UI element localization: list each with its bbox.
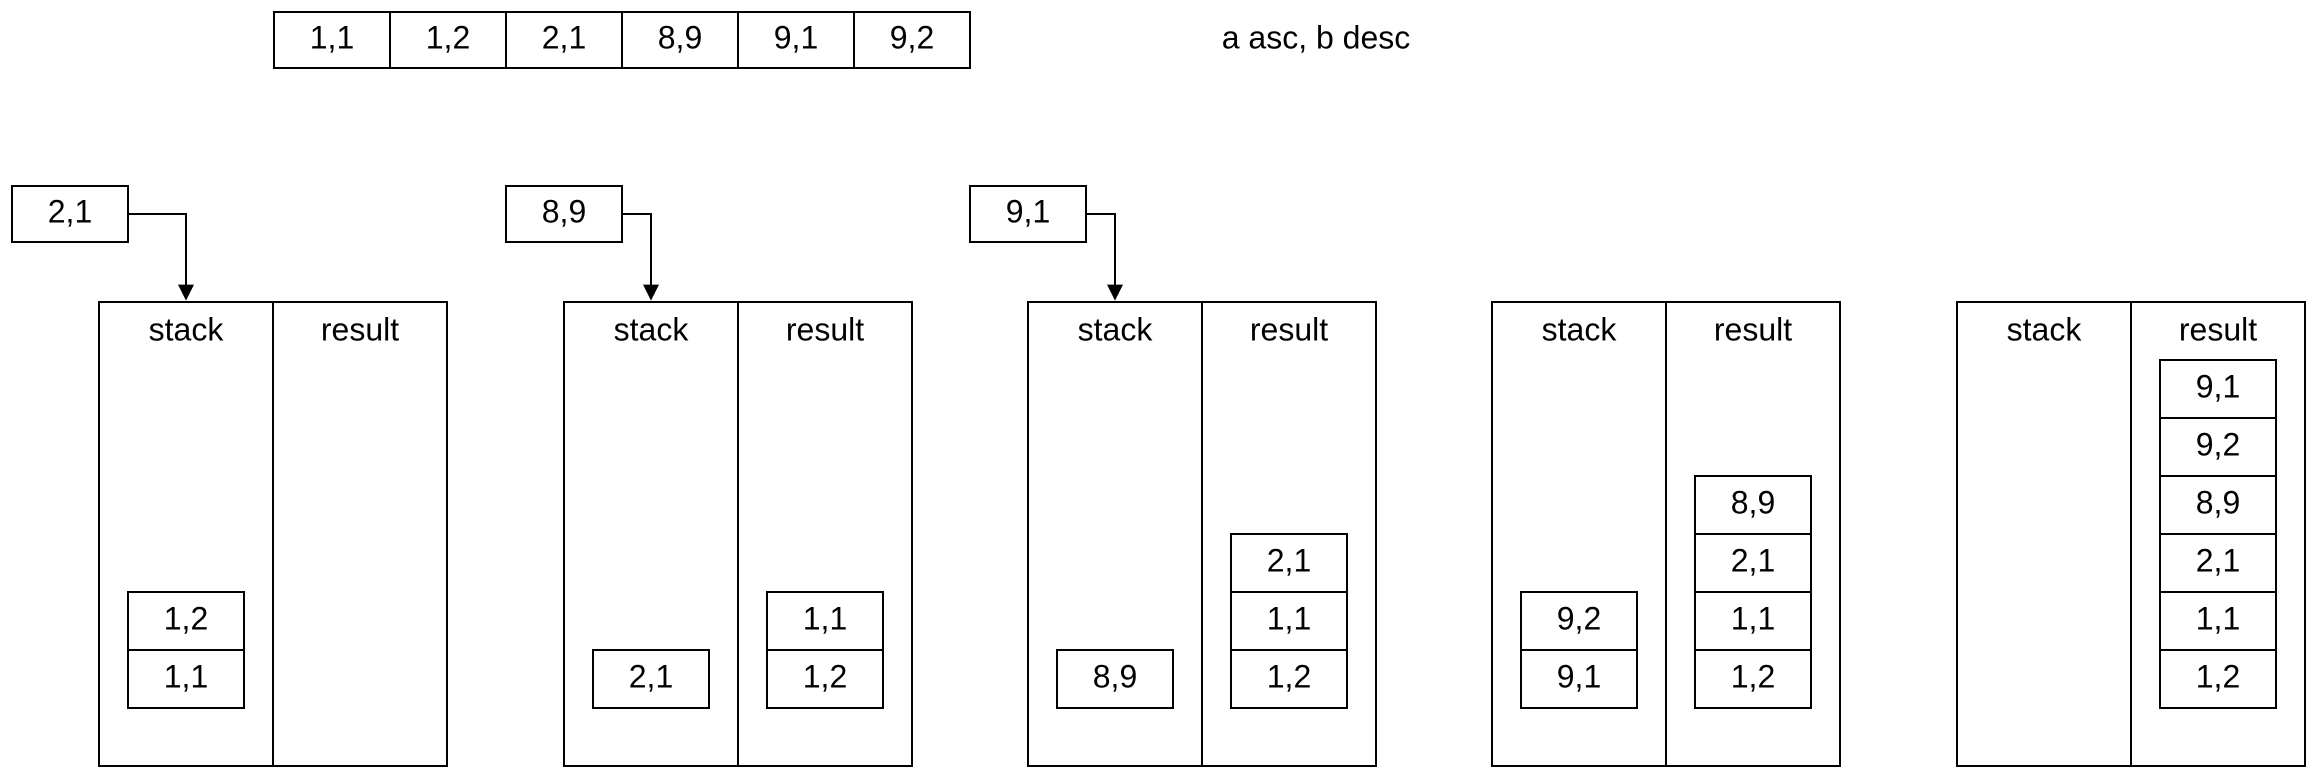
result-item-label: 1,2 <box>803 658 847 694</box>
input-sequence: 1,1 1,2 2,1 8,9 9,1 9,2 <box>273 11 971 69</box>
sequence-cell-label: 1,2 <box>426 19 470 55</box>
result-item: 8,9 <box>1694 475 1812 535</box>
arrow <box>1086 213 1123 301</box>
result-item: 1,1 <box>2159 591 2277 651</box>
result-column <box>1665 301 1841 767</box>
sequence-cell-label: 1,1 <box>310 19 354 55</box>
result-item: 1,1 <box>1230 591 1348 651</box>
incoming-item: 9,1 <box>969 185 1087 243</box>
result-column <box>272 301 448 767</box>
sequence-cell: 1,1 <box>273 11 391 69</box>
result-item: 1,1 <box>1694 591 1812 651</box>
result-item-label: 1,1 <box>1731 600 1775 636</box>
result-column <box>2130 301 2306 767</box>
result-item: 1,2 <box>1230 649 1348 709</box>
stack-header: stack <box>149 311 225 347</box>
stack-column <box>1956 301 2132 767</box>
stack-item-label: 8,9 <box>1093 658 1137 694</box>
result-item-label: 1,1 <box>2196 600 2240 636</box>
stack-item-label: 9,1 <box>1557 658 1601 694</box>
result-item-label: 1,1 <box>803 600 847 636</box>
stack-item: 8,9 <box>1056 649 1174 709</box>
result-item: 2,1 <box>2159 533 2277 593</box>
result-item: 9,1 <box>2159 359 2277 419</box>
stack-header: stack <box>2007 311 2083 347</box>
step-2: 8,9 stack result 2,1 1,1 1,2 <box>505 185 913 767</box>
arrow <box>128 213 194 301</box>
incoming-item-label: 8,9 <box>542 193 586 229</box>
stack-header: stack <box>1078 311 1154 347</box>
result-item: 8,9 <box>2159 475 2277 535</box>
stack-item-label: 2,1 <box>629 658 673 694</box>
stack-item: 9,2 <box>1520 591 1638 651</box>
result-item-label: 8,9 <box>1731 484 1775 520</box>
result-item: 1,1 <box>766 591 884 651</box>
sequence-cell-label: 9,1 <box>774 19 818 55</box>
result-item: 1,2 <box>2159 649 2277 709</box>
result-header: result <box>786 311 864 347</box>
step-1: 2,1 stack result 1,2 1,1 <box>11 185 448 767</box>
stack-header: stack <box>614 311 690 347</box>
step-3: 9,1 stack result 8,9 2,1 1,1 1,2 <box>969 185 1377 767</box>
sequence-cell-label: 9,2 <box>890 19 934 55</box>
stack-item: 2,1 <box>592 649 710 709</box>
stack-header: stack <box>1542 311 1618 347</box>
result-item-label: 1,1 <box>1267 600 1311 636</box>
result-item-label: 1,2 <box>1267 658 1311 694</box>
sequence-cell: 9,1 <box>737 11 855 69</box>
result-item: 2,1 <box>1230 533 1348 593</box>
incoming-item: 8,9 <box>505 185 623 243</box>
result-item-label: 9,2 <box>2196 426 2240 462</box>
result-header: result <box>1250 311 1328 347</box>
sequence-cell: 9,2 <box>853 11 971 69</box>
stack-item-label: 9,2 <box>1557 600 1601 636</box>
result-header: result <box>1714 311 1792 347</box>
incoming-item-label: 2,1 <box>48 193 92 229</box>
result-header: result <box>2179 311 2257 347</box>
result-item-label: 1,2 <box>2196 658 2240 694</box>
sequence-cell: 2,1 <box>505 11 623 69</box>
result-item-label: 1,2 <box>1731 658 1775 694</box>
result-column <box>1201 301 1377 767</box>
sequence-cell-label: 8,9 <box>658 19 702 55</box>
result-item-label: 9,1 <box>2196 368 2240 404</box>
stack-item: 1,1 <box>127 649 245 709</box>
stack-item-label: 1,1 <box>164 658 208 694</box>
sequence-cell: 8,9 <box>621 11 739 69</box>
incoming-item-label: 9,1 <box>1006 193 1050 229</box>
step-4: stack result 9,2 9,1 8,9 2,1 1,1 1,2 <box>1491 301 1841 767</box>
step-5: stack result 9,1 9,2 8,9 2,1 1,1 1,2 <box>1956 301 2306 767</box>
result-header: result <box>321 311 399 347</box>
result-column <box>737 301 913 767</box>
result-item-label: 2,1 <box>1267 542 1311 578</box>
result-item: 2,1 <box>1694 533 1812 593</box>
result-item: 9,2 <box>2159 417 2277 477</box>
incoming-item: 2,1 <box>11 185 129 243</box>
stack-item-label: 1,2 <box>164 600 208 636</box>
result-item: 1,2 <box>766 649 884 709</box>
sequence-cell-label: 2,1 <box>542 19 586 55</box>
result-item-label: 8,9 <box>2196 484 2240 520</box>
stack-item: 9,1 <box>1520 649 1638 709</box>
sort-order-caption: a asc, b desc <box>1222 19 1411 55</box>
result-item: 1,2 <box>1694 649 1812 709</box>
stack-item: 1,2 <box>127 591 245 651</box>
arrow <box>622 213 659 301</box>
sequence-cell: 1,2 <box>389 11 507 69</box>
result-item-label: 2,1 <box>1731 542 1775 578</box>
result-item-label: 2,1 <box>2196 542 2240 578</box>
